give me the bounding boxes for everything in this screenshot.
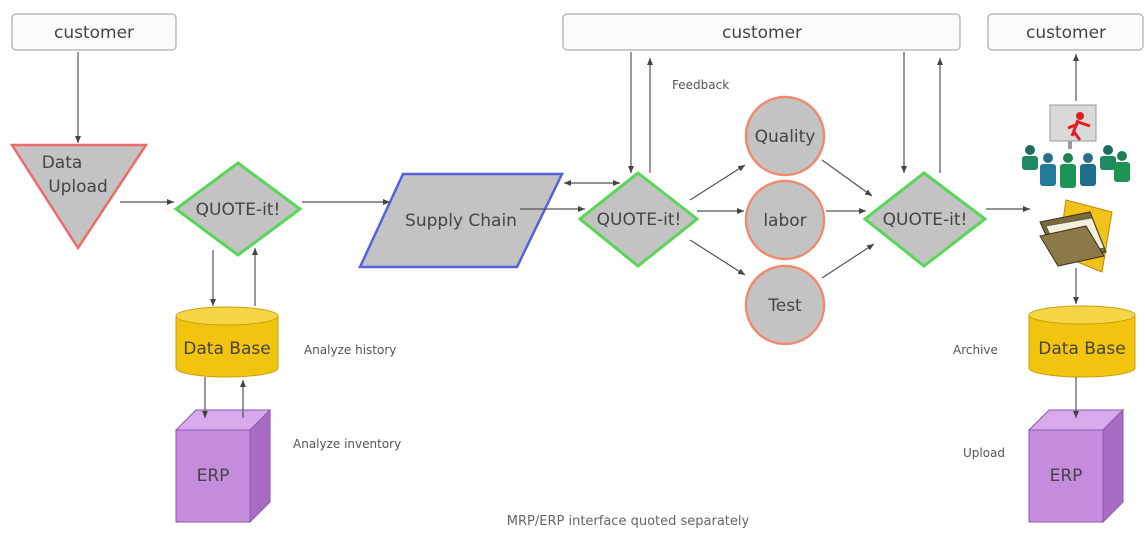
quote-label-1: QUOTE-it! — [196, 200, 281, 220]
quote-label-3: QUOTE-it! — [883, 210, 968, 230]
upload-annotation: Upload — [963, 446, 1005, 460]
quote-diamond-3: QUOTE-it! — [862, 171, 988, 268]
archive-annotation: Archive — [953, 343, 998, 357]
feedback-annotation: Feedback — [672, 78, 729, 92]
customer-label-left: customer — [54, 23, 134, 43]
arrow-quote2-to-test — [689, 239, 746, 276]
arrow-quote2-to-quality — [689, 164, 746, 201]
analyze-history-annotation: Analyze history — [304, 343, 396, 357]
arrow-test-to-quote3 — [821, 243, 875, 279]
erp-right-label: ERP — [1050, 466, 1083, 486]
quote-label-2: QUOTE-it! — [597, 210, 682, 230]
customer-box-right: customer — [987, 13, 1144, 51]
data-upload-label-line2: Upload — [48, 177, 108, 197]
erp-left: ERP — [174, 408, 272, 524]
customer-box-left: customer — [11, 13, 177, 51]
erp-left-label: ERP — [197, 466, 230, 486]
supply-chain-shape: Supply Chain — [358, 172, 564, 269]
labor-label: labor — [763, 211, 806, 231]
database-left-label: Data Base — [183, 339, 270, 359]
supply-chain-label: Supply Chain — [405, 211, 517, 231]
quality-circle: Quality — [744, 95, 826, 177]
analyze-inventory-annotation: Analyze inventory — [293, 437, 401, 451]
database-right-label: Data Base — [1038, 339, 1125, 359]
quote-diamond-2: QUOTE-it! — [577, 171, 700, 268]
test-label: Test — [767, 296, 802, 316]
customer-label-right: customer — [1026, 23, 1106, 43]
presentation-icon — [1022, 104, 1130, 188]
footer-note: MRP/ERP interface quoted separately — [507, 514, 750, 529]
database-left: Data Base — [175, 306, 279, 378]
arrow-quality-to-quote3 — [821, 159, 873, 197]
customer-label-middle: customer — [722, 23, 802, 43]
customer-box-middle: customer — [562, 13, 961, 51]
data-upload-label-line1: Data — [42, 153, 83, 173]
data-upload-shape: Data Upload — [9, 143, 149, 251]
erp-right: ERP — [1027, 408, 1125, 524]
quality-label: Quality — [755, 127, 816, 147]
labor-circle: labor — [744, 179, 826, 261]
folder-icon — [1039, 199, 1113, 273]
test-circle: Test — [744, 264, 826, 346]
database-right: Data Base — [1028, 305, 1136, 378]
quote-diamond-1: QUOTE-it! — [173, 161, 303, 257]
